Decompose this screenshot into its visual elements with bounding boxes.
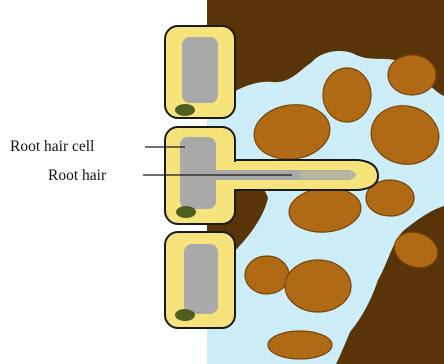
soil-particle xyxy=(323,68,371,122)
vacuole xyxy=(184,244,218,314)
root-cell-top xyxy=(165,26,235,118)
soil-particle xyxy=(388,55,436,95)
soil-particle xyxy=(245,256,289,294)
root-cell-bottom xyxy=(165,232,235,328)
label-root-hair: Root hair xyxy=(48,167,107,184)
nucleus xyxy=(175,104,195,116)
nucleus xyxy=(176,206,196,218)
nucleus xyxy=(175,309,195,321)
vacuole xyxy=(182,37,218,103)
label-root-hair-cell: Root hair cell xyxy=(10,138,94,155)
soil-particle xyxy=(268,331,332,359)
vacuole xyxy=(180,137,216,209)
root-hair-tip-cytoplasm xyxy=(300,171,356,179)
soil-particle xyxy=(285,260,351,312)
